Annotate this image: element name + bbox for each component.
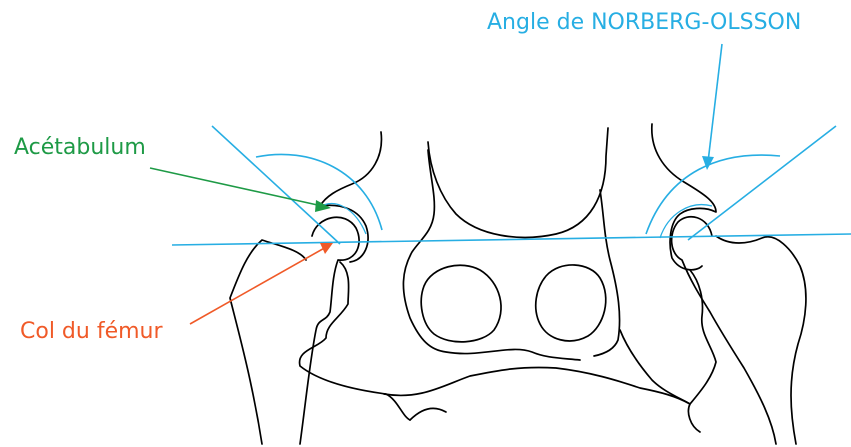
right-acetabulum-rim bbox=[652, 124, 716, 270]
sacrum-outline bbox=[428, 128, 608, 237]
acetabulum-pointer-line bbox=[150, 168, 322, 206]
left-acetabular-tangent-line bbox=[212, 126, 340, 244]
norberg-angle-construction bbox=[172, 44, 851, 245]
col-femur-pointer bbox=[190, 243, 333, 324]
right-obturator-side bbox=[620, 330, 690, 404]
left-ischium-outline bbox=[300, 262, 410, 420]
left-femoral-neck-lower bbox=[230, 240, 306, 444]
right-femoral-neck-lower bbox=[716, 236, 806, 444]
right-femoral-head bbox=[672, 217, 776, 444]
left-angle-arc bbox=[256, 154, 382, 230]
left-ischial-tuberosity bbox=[410, 408, 446, 420]
left-femoral-head bbox=[300, 217, 359, 444]
femoral-head-center-line bbox=[172, 234, 851, 245]
norberg-pointer-line bbox=[708, 44, 722, 162]
pelvic-floor-outline bbox=[384, 367, 700, 432]
femoral-neck-label: Col du fémur bbox=[20, 321, 163, 343]
left-obturator-foramen bbox=[421, 265, 501, 342]
col-femur-pointer-line bbox=[190, 246, 328, 324]
col-femur-pointer-arrowhead bbox=[320, 243, 333, 254]
right-ischium-outline bbox=[690, 270, 716, 404]
sacrum-right-body bbox=[594, 190, 620, 356]
acetabulum-label: Acétabulum bbox=[14, 137, 146, 159]
acetabulum-pointer bbox=[150, 168, 331, 212]
right-obturator-foramen bbox=[536, 265, 606, 341]
pelvis-and-femurs-outline bbox=[230, 124, 806, 444]
norberg-olsson-angle-label: Angle de NORBERG-OLSSON bbox=[487, 12, 801, 34]
